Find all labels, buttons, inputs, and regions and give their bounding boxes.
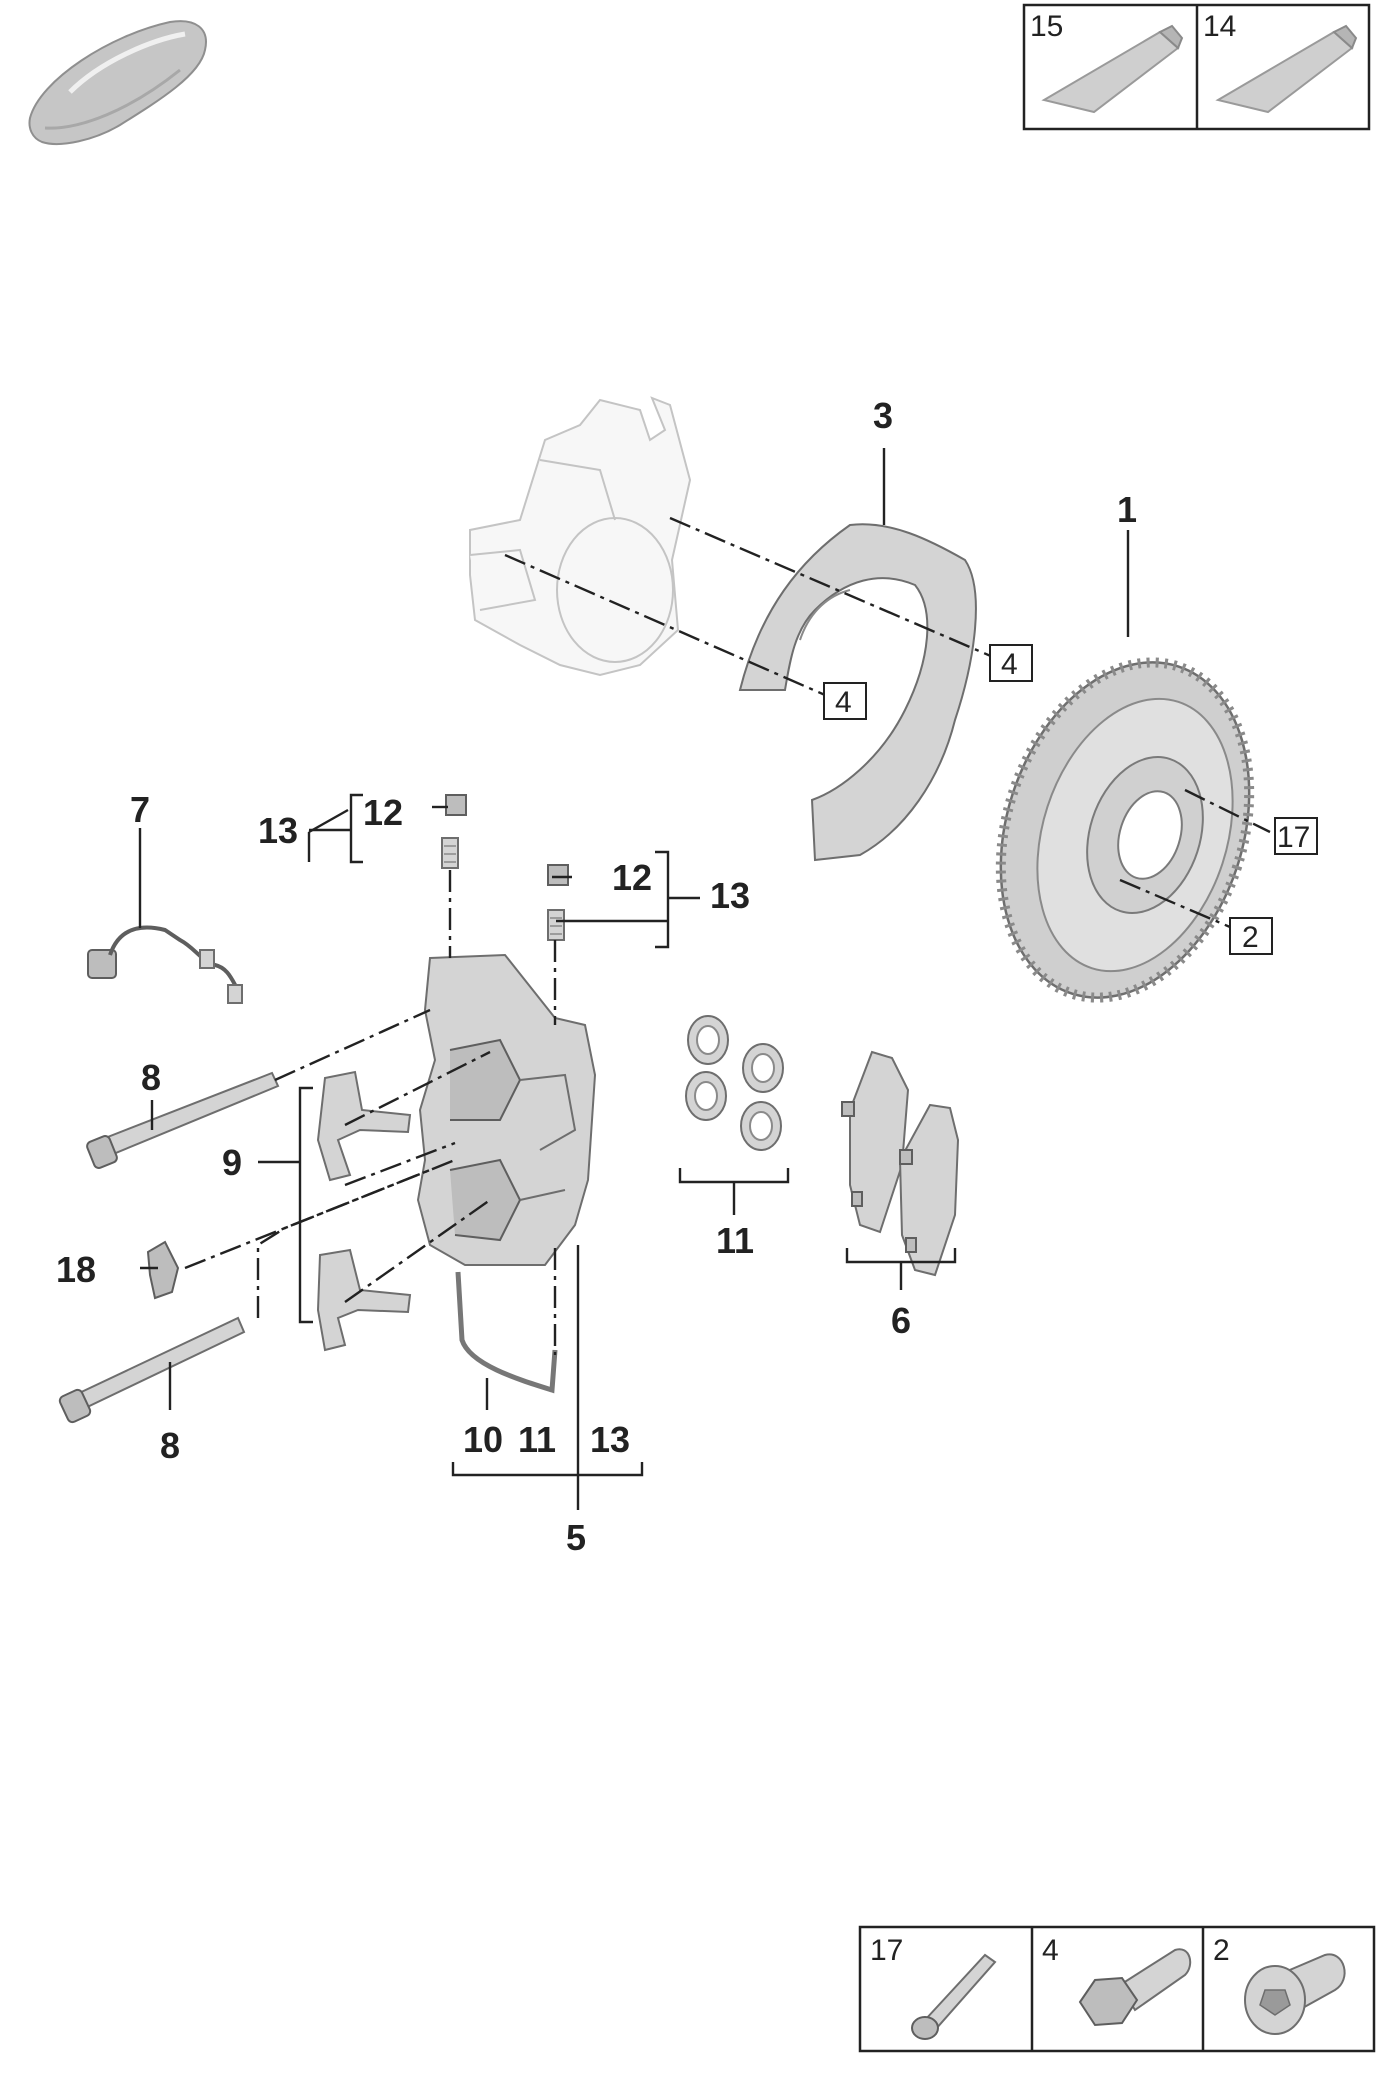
callout-13c: 13 [590, 1419, 630, 1460]
legend-number: 2 [1213, 1934, 1230, 1967]
anti-rattle-spring-bottom[interactable] [316, 1248, 412, 1352]
bleed-valve-b[interactable] [547, 864, 569, 941]
callout-4a: 4 [1001, 648, 1018, 681]
brake-caliper[interactable] [416, 953, 597, 1266]
callout-9: 9 [222, 1142, 242, 1183]
callout-13a: 13 [258, 810, 298, 851]
grease-tube-icon [1215, 24, 1358, 114]
brake-hose[interactable] [455, 1271, 558, 1394]
legend-item-14[interactable]: 14 [1203, 10, 1358, 114]
callout-5: 5 [566, 1517, 586, 1558]
anti-rattle-spring-top[interactable] [316, 1070, 412, 1182]
callout-8b: 8 [160, 1425, 180, 1466]
callout-2: 2 [1242, 921, 1259, 954]
leader-lines [138, 448, 1130, 1510]
callout-4b: 4 [835, 686, 852, 719]
callout-18: 18 [56, 1249, 96, 1290]
wheel-carrier-ghost [469, 396, 692, 677]
dust-shield[interactable] [738, 523, 977, 862]
callout-6: 6 [891, 1300, 911, 1341]
grease-tube-icon [1041, 24, 1184, 114]
legend-bottom: 17 4 2 [858, 1925, 1376, 2053]
retaining-clip[interactable] [146, 1240, 180, 1300]
bleed-valve-a[interactable] [441, 794, 467, 869]
assembly-lines [184, 516, 1271, 1355]
callout-17: 17 [1277, 821, 1310, 854]
piston-seals[interactable] [685, 1015, 784, 1151]
brake-pads[interactable] [841, 1050, 960, 1277]
long-bolt-icon [911, 1953, 997, 2040]
car-model-icon[interactable] [28, 20, 207, 145]
callout-labels: 3 1 4 4 17 2 7 12 13 12 13 8 9 18 11 6 8… [56, 395, 1310, 1558]
legend-number: 14 [1203, 10, 1236, 43]
countersunk-screw-icon [1244, 1953, 1346, 2035]
callout-8a: 8 [141, 1057, 161, 1098]
callout-12b: 12 [612, 857, 652, 898]
guide-pin-bottom[interactable] [58, 1316, 246, 1424]
callout-11b: 11 [518, 1419, 556, 1460]
legend-number: 4 [1042, 1934, 1059, 1967]
wear-sensor[interactable] [87, 925, 243, 1004]
callout-12a: 12 [363, 792, 403, 833]
legend-item-15[interactable]: 15 [1030, 10, 1184, 114]
legend-number: 15 [1030, 10, 1063, 43]
legend-item-2[interactable]: 2 [1213, 1934, 1346, 2035]
guide-pin-top[interactable] [86, 1071, 280, 1169]
legend-item-4[interactable]: 4 [1042, 1934, 1192, 2027]
legend-top: 15 14 [1022, 3, 1371, 131]
callout-3: 3 [873, 395, 893, 436]
boxed-callouts [823, 644, 1318, 955]
callout-11: 11 [716, 1220, 754, 1261]
callout-1: 1 [1117, 489, 1137, 530]
legend-number: 17 [870, 1934, 903, 1967]
brake-rotor[interactable] [960, 630, 1291, 1030]
hex-bolt-icon [1078, 1948, 1192, 2027]
callout-10: 10 [463, 1419, 503, 1460]
callout-13b: 13 [710, 875, 750, 916]
callout-7: 7 [130, 789, 150, 830]
legend-item-17[interactable]: 17 [870, 1934, 997, 2040]
